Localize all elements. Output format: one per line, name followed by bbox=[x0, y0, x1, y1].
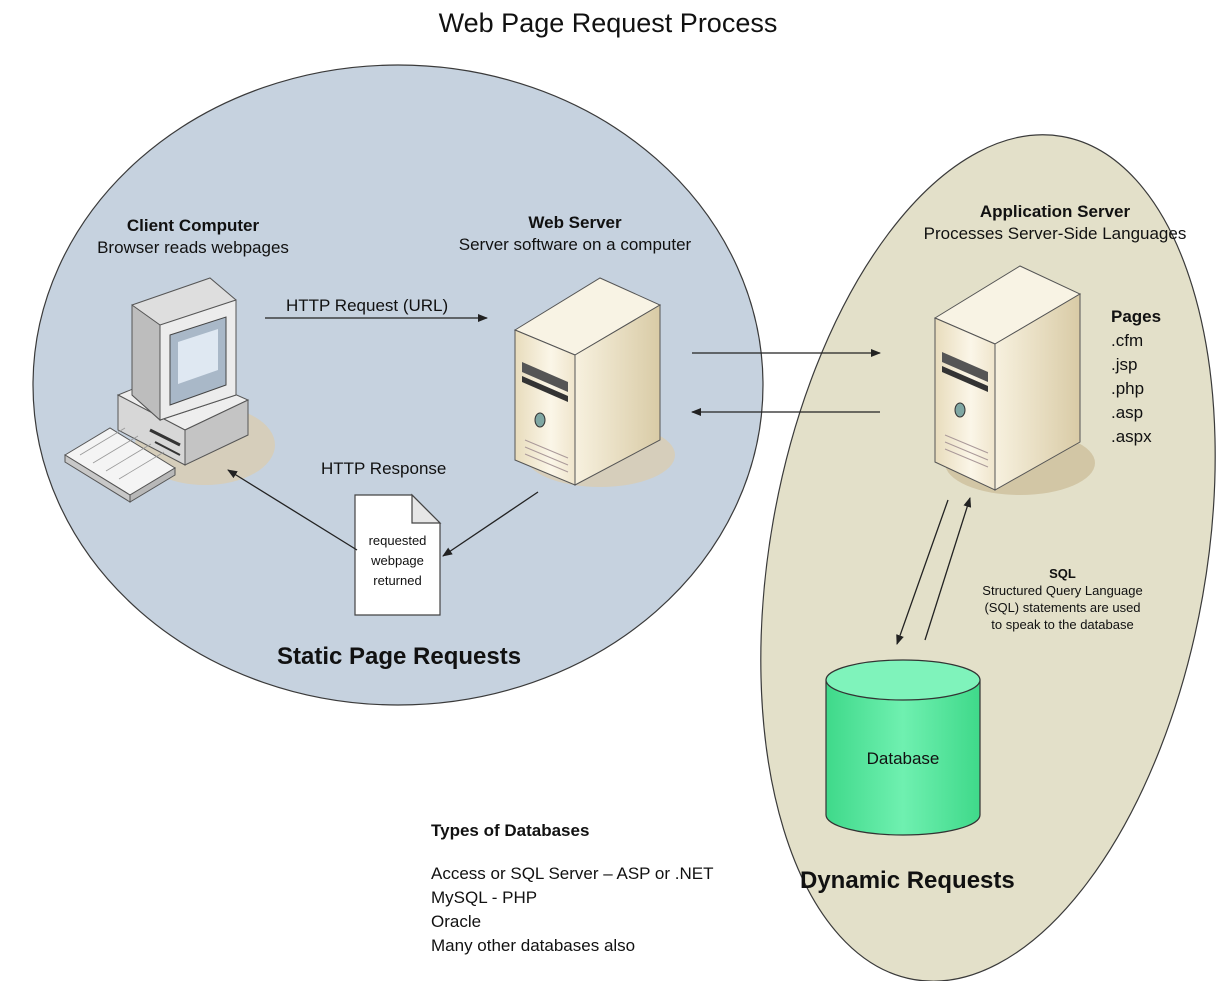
page-type: .aspx bbox=[1111, 427, 1152, 446]
client-desc: Browser reads webpages bbox=[97, 238, 289, 257]
web-server-icon bbox=[513, 277, 675, 487]
web-server-name: Web Server bbox=[528, 213, 622, 232]
pages-list: Pages .cfm .jsp .php .asp .aspx bbox=[1111, 305, 1161, 449]
app-server-name: Application Server bbox=[979, 202, 1131, 221]
static-requests-label: Static Page Requests bbox=[277, 643, 522, 670]
web-server-desc: Server software on a computer bbox=[458, 235, 692, 254]
db-type-item: Many other databases also bbox=[431, 936, 636, 955]
page-type: .jsp bbox=[1111, 355, 1138, 374]
sql-line: (SQL) statements are used bbox=[984, 600, 1141, 615]
client-name: Client Computer bbox=[126, 216, 260, 235]
http-request-label: HTTP Request (URL) bbox=[286, 296, 449, 315]
page-type: .cfm bbox=[1111, 331, 1144, 350]
application-server-icon bbox=[933, 265, 1095, 495]
pages-heading: Pages bbox=[1111, 307, 1162, 326]
db-types-block: Types of Databases Access or SQL Server … bbox=[431, 821, 714, 958]
dynamic-requests-label: Dynamic Requests bbox=[800, 867, 1015, 894]
db-type-item: Access or SQL Server – ASP or .NET bbox=[431, 864, 714, 883]
database-label: Database bbox=[866, 749, 940, 768]
appserver-to-database-arrow bbox=[896, 499, 949, 645]
client-label: Client Computer Browser reads webpages bbox=[68, 216, 318, 258]
db-types-heading: Types of Databases bbox=[431, 821, 590, 840]
page-title: Web Page Request Process bbox=[438, 8, 778, 38]
page-type: .asp bbox=[1111, 403, 1144, 422]
web-server-label: Web Server Server software on a computer bbox=[440, 213, 710, 255]
page-type: .php bbox=[1111, 379, 1145, 398]
document-icon bbox=[354, 493, 442, 616]
http-response-arrow bbox=[227, 469, 358, 551]
document-text: requested webpage returned bbox=[355, 531, 440, 591]
db-type-item: MySQL - PHP bbox=[431, 888, 538, 907]
http-response-label: HTTP Response bbox=[321, 459, 447, 478]
sql-line: Structured Query Language bbox=[982, 583, 1143, 598]
document-line: returned bbox=[373, 573, 422, 588]
document-line: webpage bbox=[371, 553, 424, 568]
sql-note: SQL Structured Query Language (SQL) stat… bbox=[955, 565, 1170, 633]
server-to-document-arrow bbox=[442, 491, 539, 557]
static-region bbox=[32, 64, 764, 706]
sql-line: to speak to the database bbox=[991, 617, 1134, 632]
computer-icon bbox=[64, 277, 275, 503]
database-to-appserver-arrow bbox=[924, 497, 972, 641]
sql-heading: SQL bbox=[1049, 566, 1076, 581]
document-line: requested bbox=[368, 533, 427, 548]
database-cylinder bbox=[825, 659, 981, 836]
app-server-desc: Processes Server-Side Languages bbox=[923, 224, 1187, 243]
app-server-label: Application Server Processes Server-Side… bbox=[900, 202, 1210, 244]
db-type-item: Oracle bbox=[431, 912, 482, 931]
